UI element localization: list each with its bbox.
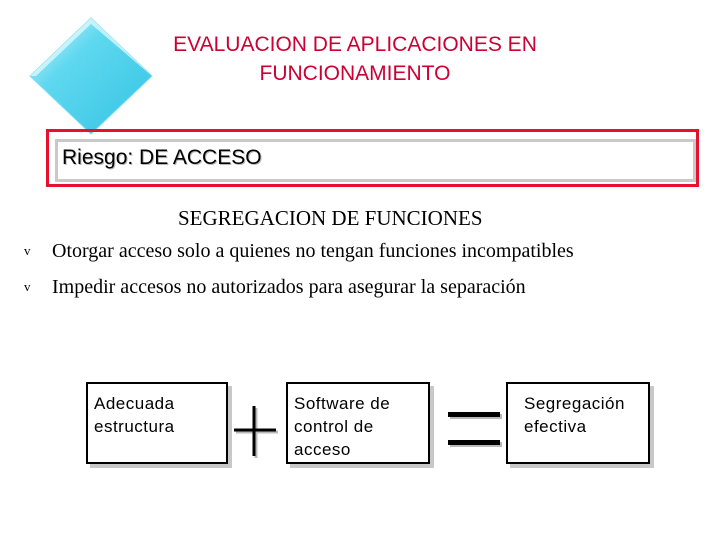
plus-icon — [234, 406, 278, 458]
bullet-text: Otorgar acceso solo a quienes no tengan … — [52, 240, 574, 262]
title-line-1: EVALUACION DE APLICACIONES EN — [173, 33, 537, 56]
section-heading: SEGREGACION DE FUNCIONES — [178, 206, 483, 230]
page-title: EVALUACION DE APLICACIONES EN FUNCIONAMI… — [120, 30, 590, 88]
risk-banner-frame — [46, 129, 699, 187]
diamond-logo-icon — [28, 16, 154, 136]
title-line-2: FUNCIONAMIENTO — [259, 62, 451, 85]
risk-banner-inner — [55, 139, 696, 182]
term-box-software: Software de control de acceso — [286, 382, 430, 464]
result-line-1: Segregación — [524, 394, 625, 413]
term2-line-3: acceso — [294, 440, 351, 459]
term1-line-2: estructura — [94, 417, 175, 436]
term2-line-1: Software de — [294, 394, 391, 413]
term1-line-1: Adecuada — [94, 394, 175, 413]
equals-icon — [448, 412, 502, 447]
term-box-structure: Adecuada estructura — [86, 382, 228, 464]
result-line-2: efectiva — [524, 417, 587, 436]
result-box-segregation: Segregación efectiva — [506, 382, 650, 464]
bullet-text: Impedir accesos no autorizados para aseg… — [52, 276, 526, 298]
bullet-check-icon: v — [24, 243, 31, 258]
risk-label: Riesgo: DE ACCESO — [62, 146, 262, 169]
bullet-item: v Impedir accesos no autorizados para ase… — [24, 276, 526, 299]
bullet-item: v Otorgar acceso solo a quienes no tengan… — [24, 240, 574, 263]
term2-line-2: control de — [294, 417, 374, 436]
bullet-check-icon: v — [24, 279, 31, 294]
